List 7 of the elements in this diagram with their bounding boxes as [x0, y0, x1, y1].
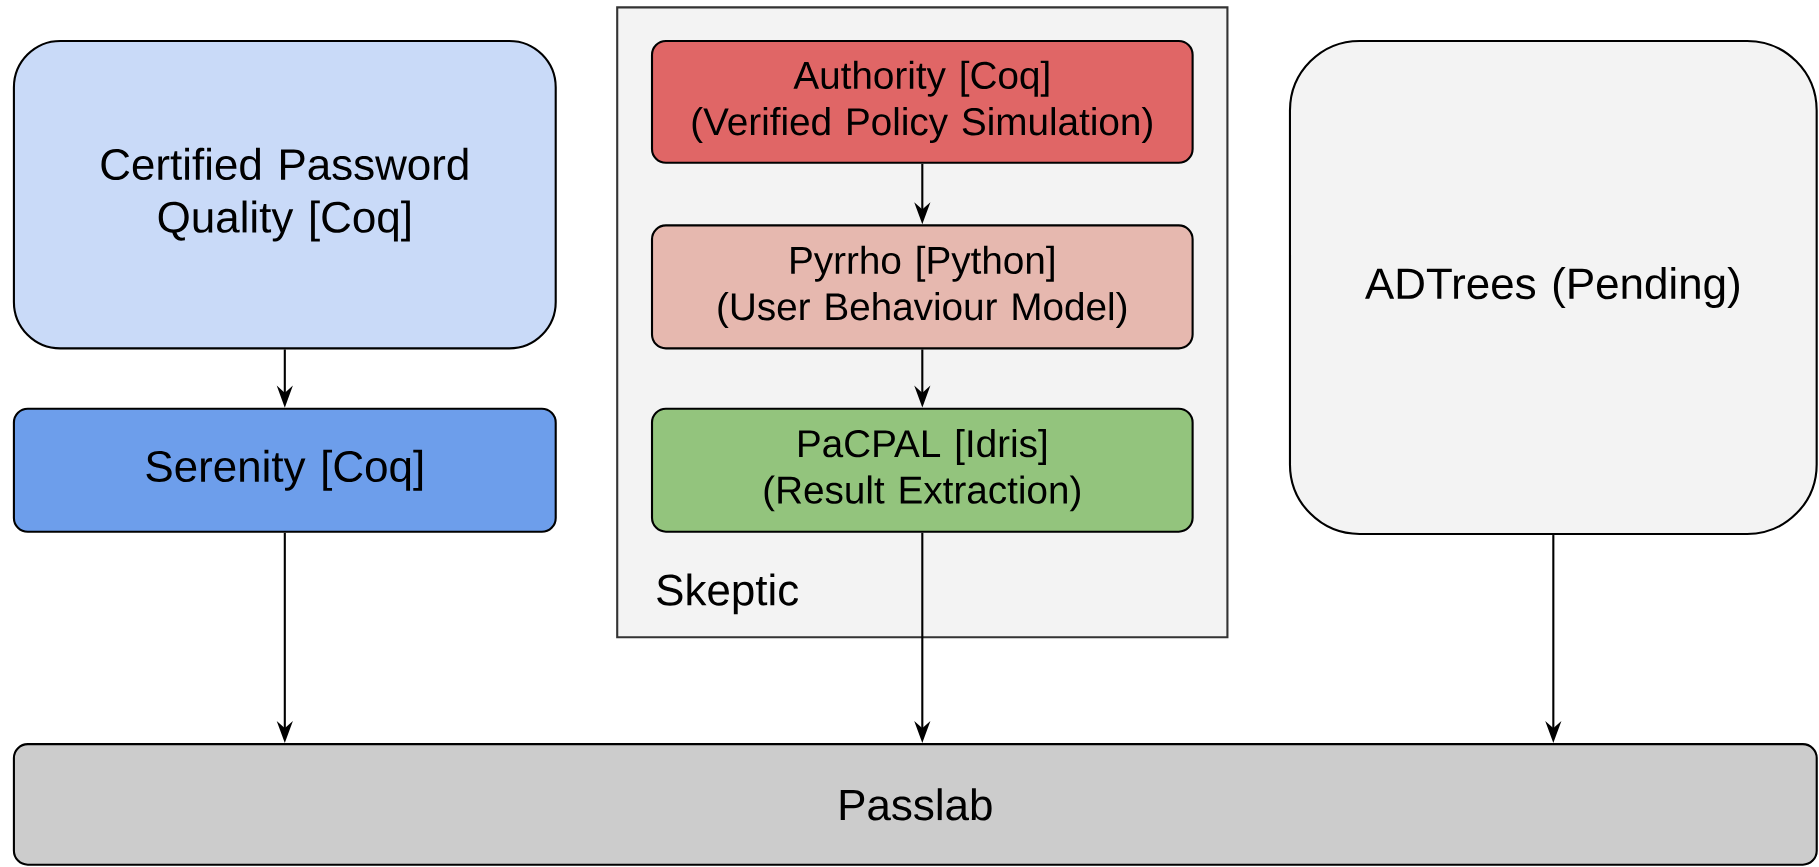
process-box: Serenity [Coq] [12, 407, 557, 533]
process-box: Pyrrho [Python] (User Behaviour Model) [650, 224, 1194, 350]
process-box: Authority [Coq] (Verified Policy Simulation) [650, 39, 1194, 164]
process-box: Passlab [12, 743, 1818, 866]
process-box: ADTrees (Pending) [1288, 39, 1818, 536]
process-box: PaCPAL [Idris] (Result Extraction) [650, 407, 1194, 533]
process-box: Certified Password Quality [Coq] [12, 39, 557, 350]
